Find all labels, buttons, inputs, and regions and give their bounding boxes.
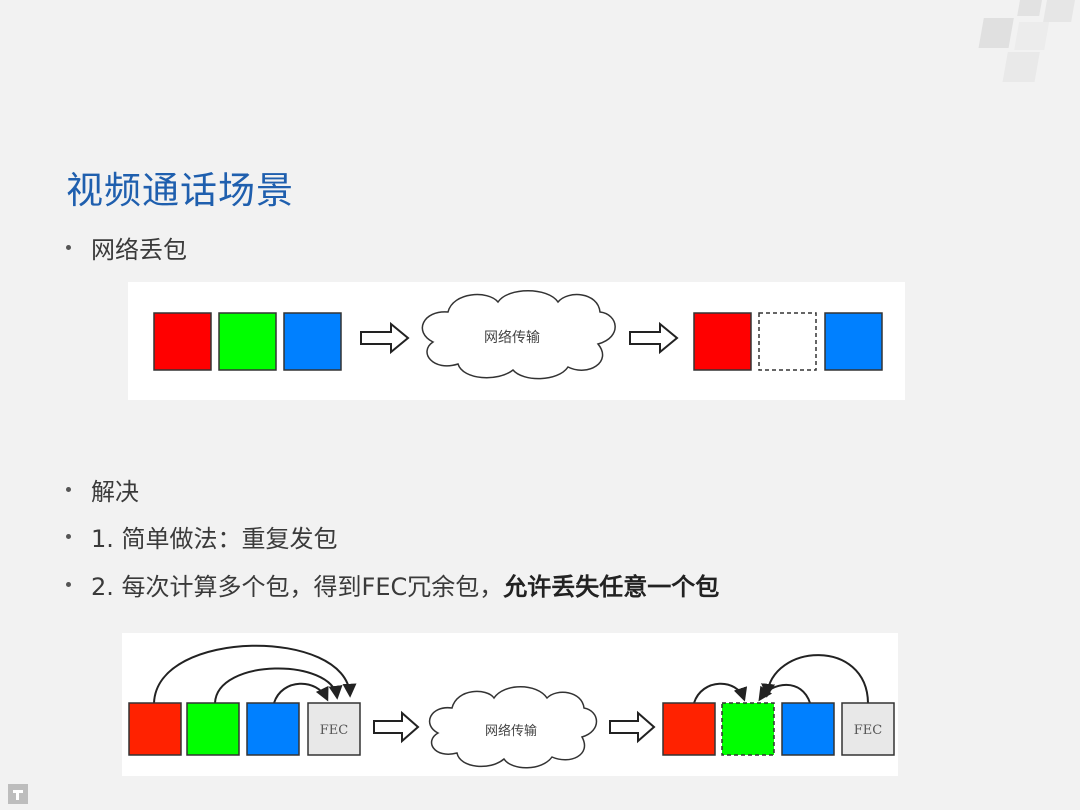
decor-square <box>978 18 1014 48</box>
cloud-shape <box>428 686 598 769</box>
bullet-text: 网络丢包 <box>91 236 187 264</box>
decor-square <box>1014 22 1050 50</box>
packet-green <box>218 312 277 371</box>
bullet-method-2: 2. 每次计算多个包，得到FEC冗余包，允许丢失任意一个包 <box>66 567 719 602</box>
arrow-icon <box>609 710 656 744</box>
cloud-label: 网络传输 <box>484 330 540 346</box>
bullet-text-bold: 允许丢失任意一个包 <box>503 573 720 601</box>
cloud-shape <box>421 290 616 380</box>
decor-square <box>1002 52 1040 82</box>
packet-blue <box>283 312 342 371</box>
corner-decoration <box>978 0 1075 82</box>
bullet-packet-loss: 网络丢包 <box>66 230 187 265</box>
packet-loss-diagram: 网络传输 <box>128 282 905 400</box>
decor-square <box>1043 0 1075 22</box>
packet-red <box>153 312 212 371</box>
bullet-text: 2. 每次计算多个包，得到FEC冗余包， <box>91 573 504 601</box>
bullet-method-1: 1. 简单做法：重复发包 <box>66 519 338 554</box>
cloud-label: 网络传输 <box>485 723 537 739</box>
packet-missing <box>758 312 817 371</box>
bullet-dot <box>66 487 71 492</box>
packet-green <box>186 702 240 756</box>
packet-blue <box>824 312 883 371</box>
slide-title: 视频通话场景 <box>66 169 294 212</box>
bullet-dot <box>66 582 71 587</box>
fec-diagram: FEC 网络传输 FEC <box>122 633 898 776</box>
packet-red <box>128 702 182 756</box>
fec-arc <box>214 667 343 704</box>
bullet-solution: 解决 <box>66 472 139 507</box>
fec-packet <box>307 702 361 756</box>
recovery-arc <box>693 682 748 704</box>
packet-recovered <box>721 702 775 756</box>
bullet-dot <box>66 245 71 250</box>
recovery-arc <box>761 654 869 704</box>
packet-blue <box>781 702 835 756</box>
bullet-text: 解决 <box>91 478 139 506</box>
fec-arc <box>273 682 329 704</box>
packet-blue <box>246 702 300 756</box>
fec-arc <box>153 644 357 704</box>
fec-label: FEC <box>320 723 349 738</box>
arrow-icon <box>360 321 410 355</box>
fec-packet <box>841 702 895 756</box>
fec-label: FEC <box>854 723 883 738</box>
logo-icon <box>8 784 28 804</box>
packet-red <box>662 702 716 756</box>
bullet-dot <box>66 534 71 539</box>
bullet-text: 1. 简单做法：重复发包 <box>91 525 338 553</box>
arrow-icon <box>373 710 420 744</box>
decor-square <box>1017 0 1042 16</box>
packet-red <box>693 312 752 371</box>
arrow-icon <box>629 321 679 355</box>
